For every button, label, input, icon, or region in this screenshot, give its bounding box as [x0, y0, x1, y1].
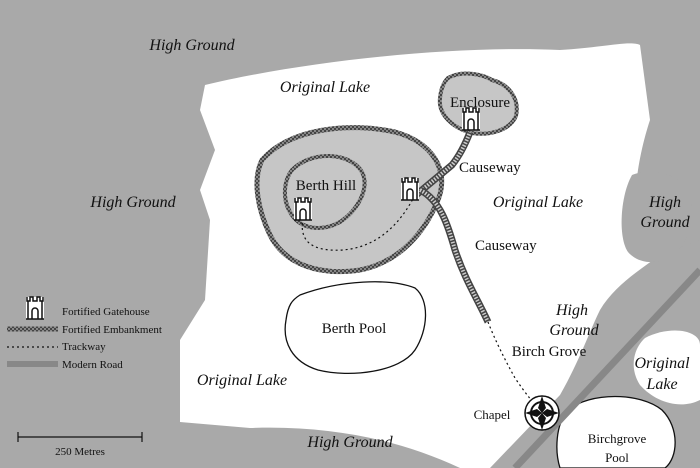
high-ground-label: Ground [640, 214, 690, 231]
high-ground-label: High [555, 302, 588, 319]
birchgrove-pool-label: Pool [605, 450, 629, 465]
gatehouse-enclosure-icon [461, 107, 481, 131]
legend: Fortified Gatehouse Fortified Embankment… [7, 296, 162, 371]
causeway-label: Causeway [475, 238, 537, 254]
original-lake-label: Original Lake [493, 194, 583, 211]
berth-pool-label: Berth Pool [322, 321, 387, 337]
legend-item-gatehouse: Fortified Gatehouse [25, 296, 150, 320]
causeway-lower [418, 186, 492, 324]
enclosure-label: Enclosure [450, 95, 510, 111]
legend-item-road: Modern Road [7, 359, 123, 371]
chapel-icon [524, 395, 560, 431]
gatehouse-causeway-icon [400, 177, 420, 201]
enclosure-embankment [437, 71, 519, 136]
causeway-label: Causeway [459, 160, 521, 176]
modern-road [512, 267, 700, 468]
original-lake-label: Lake [645, 376, 677, 393]
legend-item-embankment: Fortified Embankment [7, 324, 162, 336]
high-ground-label: High Ground [148, 37, 235, 54]
causeway-upper [413, 130, 474, 198]
legend-label: Fortified Gatehouse [62, 306, 150, 318]
birchgrove-pool-label: Birchgrove [588, 431, 647, 446]
high-ground-label: High Ground [306, 434, 393, 451]
high-ground-label: Ground [549, 322, 599, 339]
legend-label: Trackway [62, 341, 106, 353]
gatehouse-berth-hill-icon [293, 197, 313, 221]
trackway-berth-hill [301, 194, 416, 251]
gatehouse-icon [25, 296, 45, 320]
birch-grove-label: Birch Grove [512, 344, 587, 360]
high-ground-label: High [648, 194, 681, 211]
berth-hill-label: Berth Hill [296, 178, 356, 194]
berth-pool [284, 281, 427, 375]
scale-label: 250 Metres [55, 446, 105, 458]
original-lake-label: Original [634, 355, 690, 372]
high-ground-right [621, 171, 692, 263]
birchgrove-pool [556, 395, 676, 468]
original-lake-right [633, 330, 700, 405]
legend-label: Fortified Embankment [62, 324, 162, 336]
high-ground-label: High Ground [89, 194, 176, 211]
legend-item-trackway: Trackway [7, 341, 106, 353]
legend-label: Modern Road [62, 359, 123, 371]
chapel-label: Chapel [474, 407, 511, 422]
original-lake-label: Original Lake [280, 79, 370, 96]
original-lake-label: Original Lake [197, 372, 287, 389]
scale-bar: 250 Metres [17, 432, 143, 458]
